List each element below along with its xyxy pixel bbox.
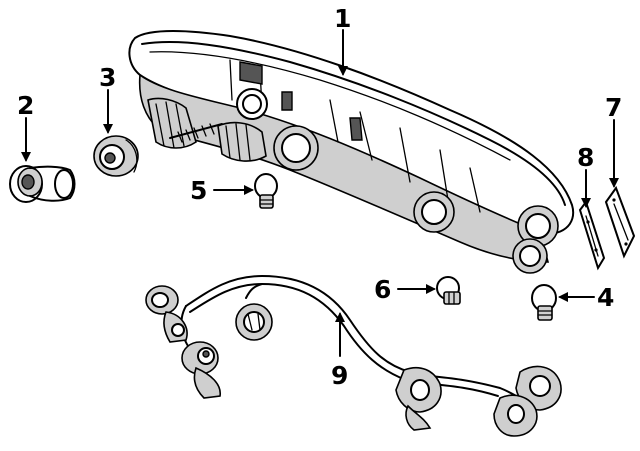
callout-5: 5 [190, 176, 207, 205]
bulb-4 [531, 284, 557, 321]
socket-seal [93, 135, 139, 177]
grommet [9, 165, 76, 203]
bulb-6 [436, 276, 461, 305]
tail-lamp-assembly [128, 30, 575, 274]
callout-2: 2 [17, 91, 34, 120]
gasket-7 [604, 185, 636, 259]
callout-9: 9 [331, 361, 348, 390]
callout-labels: 1 2 3 4 5 6 7 8 9 [17, 4, 622, 390]
callout-7: 7 [605, 93, 622, 122]
callout-8: 8 [577, 143, 594, 172]
callout-1: 1 [334, 4, 351, 33]
wiring-harness [145, 275, 562, 437]
callout-6: 6 [374, 275, 391, 304]
callout-3: 3 [99, 63, 116, 92]
leader-lines [21, 29, 619, 357]
gasket-8 [578, 199, 606, 271]
callout-4: 4 [597, 283, 614, 312]
bulb-5 [254, 173, 278, 209]
